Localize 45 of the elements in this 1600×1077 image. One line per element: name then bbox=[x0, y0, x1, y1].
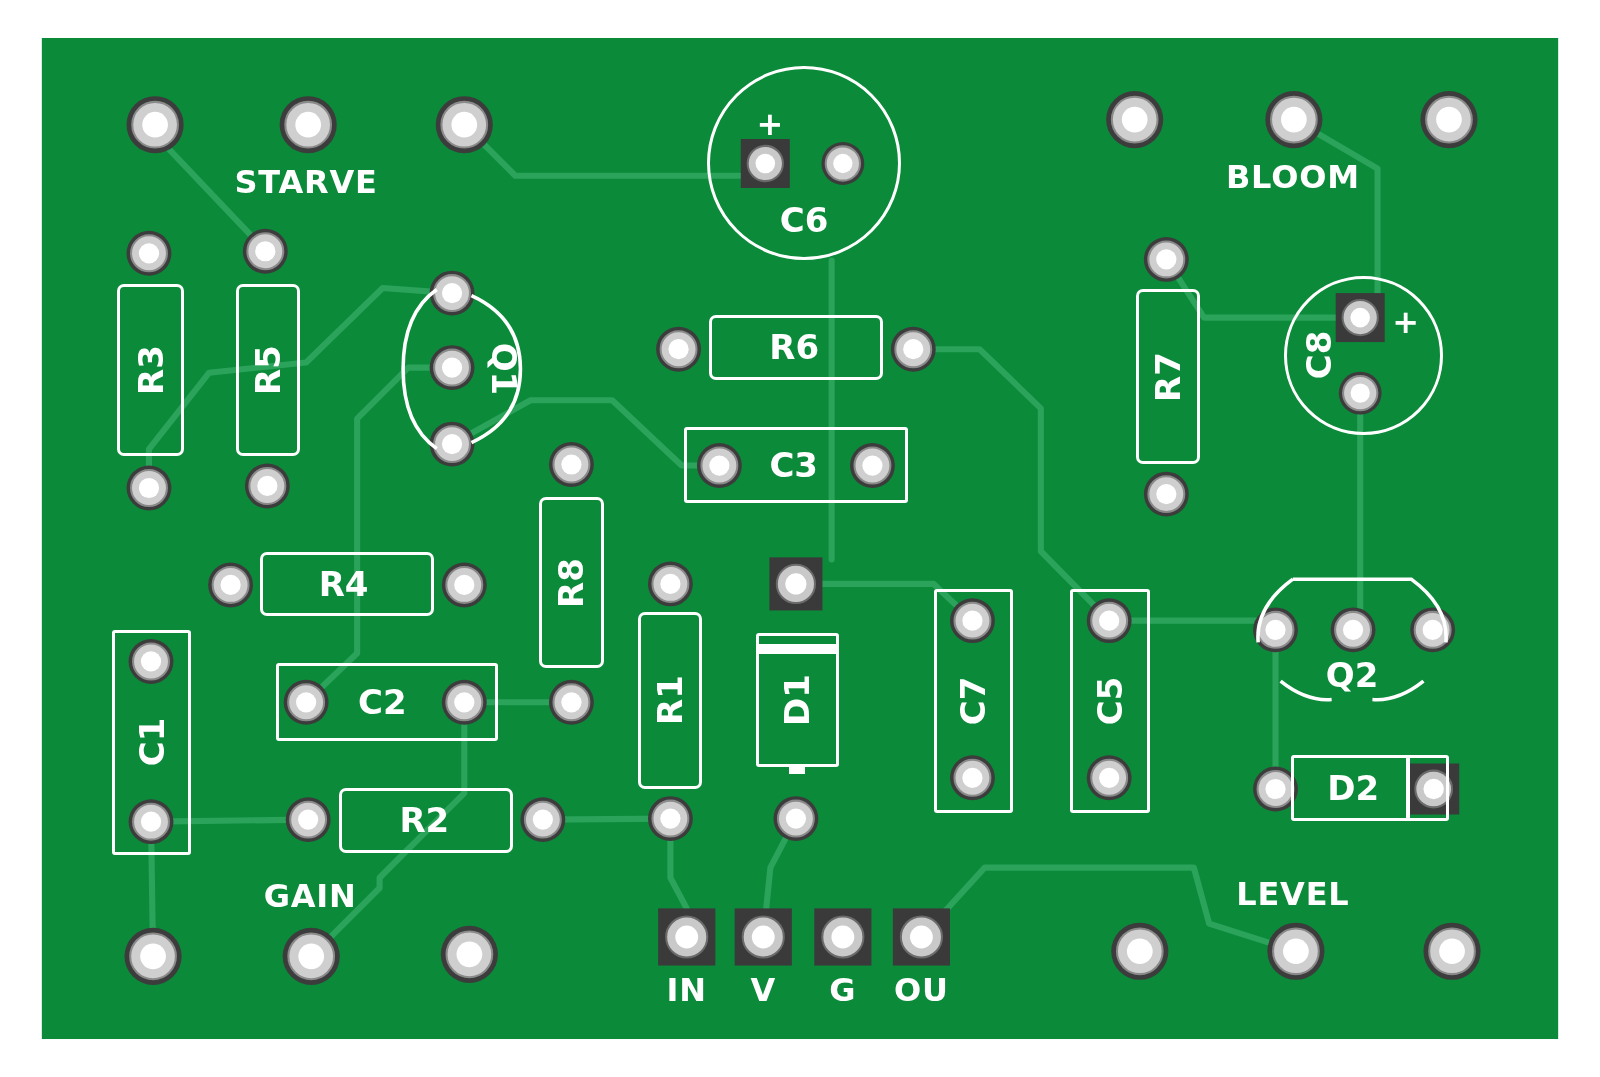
polarity-mark: + bbox=[1392, 306, 1420, 339]
reference-designator: R5 bbox=[250, 344, 285, 395]
resistor-outline bbox=[338, 787, 514, 854]
reference-designator: C5 bbox=[1093, 676, 1128, 726]
reference-designator: R7 bbox=[1150, 351, 1185, 402]
reference-designator: C3 bbox=[769, 447, 818, 482]
capacitor-outline bbox=[683, 426, 909, 504]
reference-designator: C6 bbox=[779, 202, 829, 237]
capacitor-outline bbox=[1070, 588, 1150, 814]
potentiometer-label: GAIN bbox=[263, 879, 357, 912]
reference-designator: Q2 bbox=[1325, 657, 1379, 692]
electrolytic-capacitor-outline bbox=[707, 66, 901, 261]
reference-designator: D1 bbox=[780, 674, 815, 726]
reference-designator: Q1 bbox=[486, 343, 521, 396]
capacitor-outline bbox=[112, 629, 191, 856]
resistor-outline bbox=[709, 315, 883, 380]
resistor-outline bbox=[637, 612, 703, 789]
reference-designator: R4 bbox=[318, 567, 369, 602]
electrolytic-capacitor-outline bbox=[1283, 275, 1443, 435]
pin-name: IN bbox=[666, 973, 707, 1006]
reference-designator: R1 bbox=[652, 675, 687, 726]
reference-designator: D2 bbox=[1327, 771, 1380, 806]
pin-name: OU bbox=[894, 973, 949, 1006]
resistor-outline bbox=[117, 283, 184, 457]
capacitor-outline bbox=[275, 663, 498, 741]
capacitor-outline bbox=[933, 588, 1014, 814]
reference-designator: C2 bbox=[358, 685, 407, 719]
resistor-outline bbox=[260, 552, 434, 617]
polarity-mark: + bbox=[756, 108, 785, 141]
reference-designator: R8 bbox=[554, 557, 589, 608]
reference-designator: C8 bbox=[1301, 330, 1336, 380]
reference-designator: C7 bbox=[956, 676, 991, 726]
resistor-outline bbox=[1135, 288, 1200, 465]
potentiometer-label: BLOOM bbox=[1225, 160, 1360, 193]
resistor-outline bbox=[235, 283, 300, 457]
pin-name: V bbox=[750, 973, 777, 1006]
potentiometer-label: LEVEL bbox=[1236, 877, 1350, 910]
reference-designator: R6 bbox=[769, 330, 820, 365]
resistor-outline bbox=[538, 496, 605, 669]
reference-designator: R2 bbox=[399, 803, 450, 838]
potentiometer-label: STARVE bbox=[234, 165, 378, 198]
diode-outline bbox=[1290, 755, 1449, 822]
pin-name: G bbox=[829, 973, 857, 1006]
reference-designator: R3 bbox=[133, 344, 168, 395]
reference-designator: C1 bbox=[134, 718, 169, 767]
